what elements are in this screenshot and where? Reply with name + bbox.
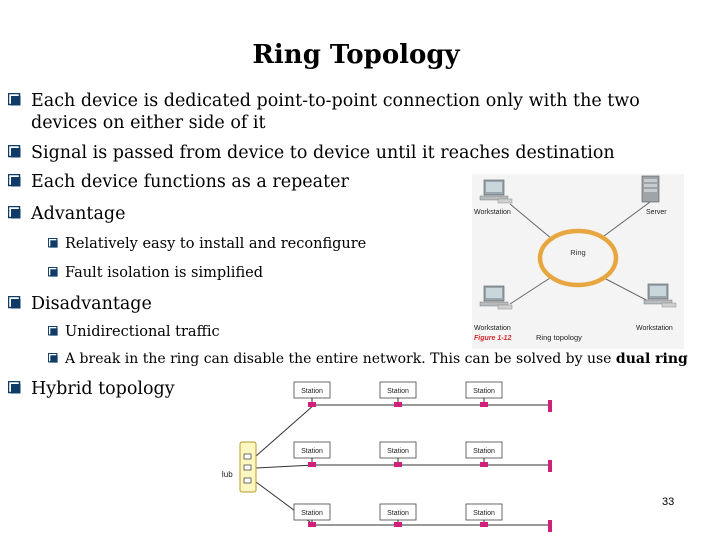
- checkbox-bullet-icon: [48, 238, 58, 248]
- hub-label: Hub: [222, 470, 233, 479]
- ring-link: [509, 203, 553, 240]
- hybrid-topology-figure: Hub Station Station Station Station Stat…: [222, 381, 552, 532]
- workstation-icon: [479, 285, 513, 310]
- sub-bullet-item: Unidirectional traffic: [48, 323, 220, 341]
- bullet-text-continued: devices on either side of it: [31, 113, 266, 133]
- checkbox-bullet-icon: [8, 145, 21, 158]
- slide-title: Ring Topology: [252, 40, 460, 70]
- node-label: Server: [646, 209, 667, 216]
- bullet-item: Hybrid topology: [8, 378, 175, 400]
- node-label: Workstation: [474, 209, 511, 216]
- checkbox-bullet-icon: [8, 381, 21, 394]
- bullet-heading-hybrid: Hybrid topology: [31, 379, 175, 399]
- sub-bullet-text: A break in the ring can disable the enti…: [65, 350, 688, 368]
- bullet-item: Each device functions as a repeater: [8, 171, 349, 193]
- station-icon: [293, 503, 331, 527]
- bullet-heading-advantage: Advantage: [31, 204, 126, 224]
- bullet-text: Each device functions as a repeater: [31, 172, 349, 192]
- sub-bullet-text: Fault isolation is simplified: [65, 265, 263, 281]
- workstation-icon: [643, 283, 677, 308]
- station-icon: [293, 441, 331, 467]
- station-label: Station: [301, 388, 323, 395]
- sub-bullet-text: Relatively easy to install and reconfigu…: [65, 236, 367, 252]
- ring-link: [603, 201, 651, 237]
- station-icon: [379, 503, 417, 527]
- station-label: Station: [473, 510, 495, 517]
- station-label: Station: [387, 510, 409, 517]
- bullet-text: Signal is passed from device to device u…: [31, 143, 615, 163]
- station-icon: [465, 503, 503, 527]
- bullet-item: Disadvantage: [8, 293, 152, 315]
- bullet-item: Signal is passed from device to device u…: [8, 142, 615, 164]
- ring-topology-figure: Ring Workstation Server Workstation: [472, 174, 684, 349]
- page-number: 33: [662, 496, 675, 508]
- checkbox-bullet-icon: [48, 353, 58, 363]
- station-icon: [465, 381, 503, 407]
- bullet-item: Advantage: [8, 203, 125, 225]
- ring-link: [603, 277, 651, 303]
- node-label: Workstation: [636, 325, 673, 332]
- hub-icon: [239, 441, 257, 493]
- checkbox-bullet-icon: [8, 296, 21, 309]
- checkbox-bullet-icon: [8, 206, 21, 219]
- checkbox-bullet-icon: [48, 267, 58, 277]
- checkbox-bullet-icon: [48, 326, 58, 336]
- station-icon: [465, 441, 503, 467]
- sub-bullet-item: Relatively easy to install and reconfigu…: [48, 235, 366, 253]
- station-label: Station: [301, 448, 323, 455]
- server-icon: [641, 175, 660, 203]
- figure-caption-number: Figure 1-12: [474, 335, 511, 342]
- station-icon: [293, 381, 331, 407]
- bullet-heading-disadvantage: Disadvantage: [31, 294, 152, 314]
- terminator: [548, 520, 552, 532]
- checkbox-bullet-icon: [8, 93, 21, 106]
- ring-link: [509, 277, 551, 305]
- station-label: Station: [473, 388, 495, 395]
- station-label: Station: [387, 448, 409, 455]
- ring-circle: [537, 228, 619, 288]
- station-icon: [379, 381, 417, 407]
- bullet-item: Each device is dedicated point-to-point …: [8, 90, 640, 134]
- hub-link: [255, 404, 315, 457]
- workstation-icon: [479, 179, 513, 204]
- station-label: Station: [301, 510, 323, 517]
- ring-label: Ring: [570, 248, 585, 257]
- sub-bullet-text-bold: dual ring: [615, 351, 688, 367]
- checkbox-bullet-icon: [8, 174, 21, 187]
- figure-caption-text: Ring topology: [536, 333, 582, 342]
- station-icon: [379, 441, 417, 467]
- sub-bullet-item: Fault isolation is simplified: [48, 264, 263, 282]
- sub-bullet-text-prefix: A break in the ring can disable the enti…: [65, 351, 616, 367]
- station-label: Station: [473, 448, 495, 455]
- sub-bullet-item: A break in the ring can disable the enti…: [48, 350, 688, 368]
- sub-bullet-text: Unidirectional traffic: [65, 324, 220, 340]
- bullet-text: Each device is dedicated point-to-point …: [31, 91, 640, 111]
- terminator: [548, 400, 552, 412]
- station-label: Station: [387, 388, 409, 395]
- node-label: Workstation: [474, 325, 511, 332]
- terminator: [548, 460, 552, 472]
- hub-link: [255, 464, 315, 469]
